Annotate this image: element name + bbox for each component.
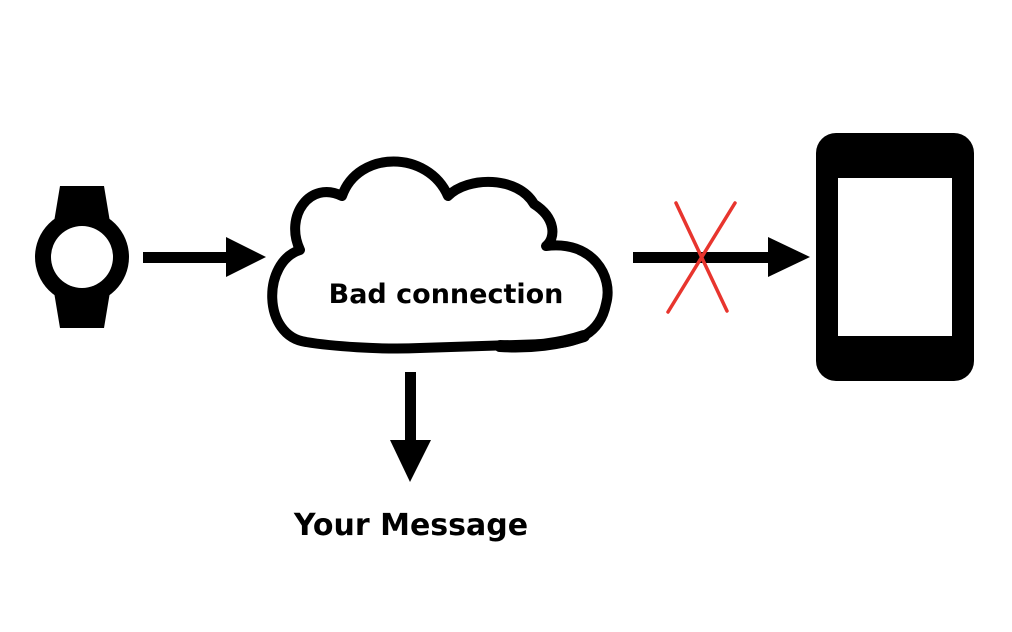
arrow-cloud-to-message	[390, 372, 431, 482]
cloud-icon	[267, 156, 613, 354]
watch-icon	[35, 186, 129, 328]
arrow-watch-to-cloud	[143, 237, 266, 277]
output-label: Your Message	[293, 508, 528, 543]
blocked-cross-icon	[666, 201, 737, 314]
arrow-cloud-to-phone	[633, 237, 810, 277]
cloud-label: Bad connection	[329, 279, 564, 310]
phone-icon	[816, 133, 974, 381]
